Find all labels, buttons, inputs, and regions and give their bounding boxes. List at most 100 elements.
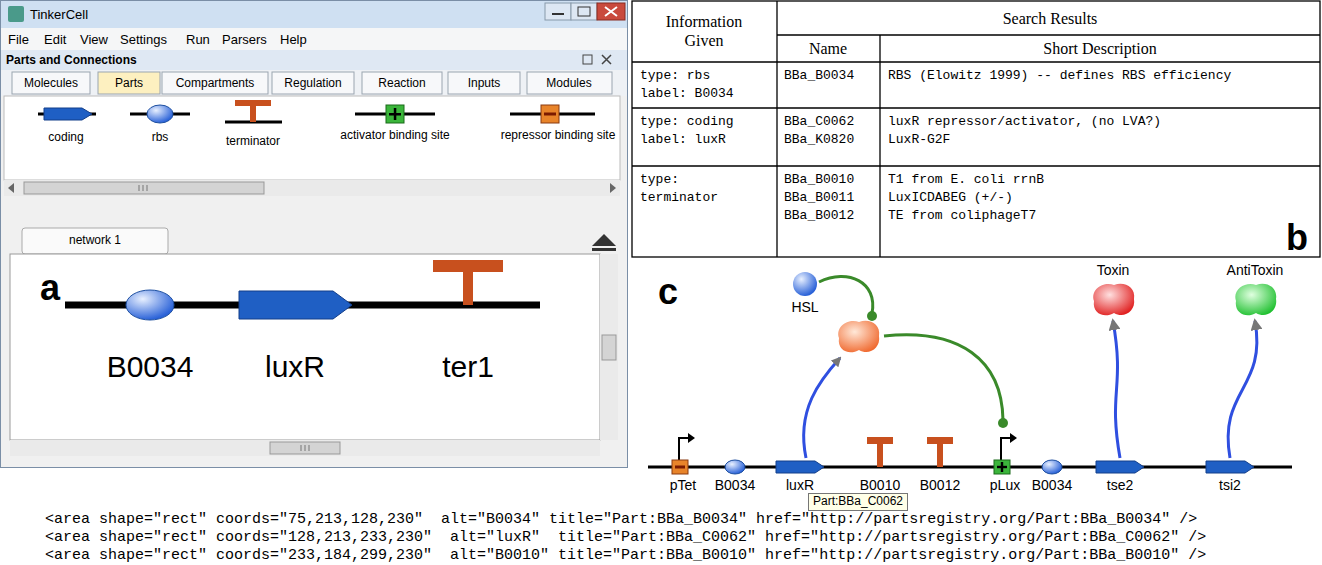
table-header: Search Results (1003, 9, 1098, 28)
drawing (867, 311, 877, 321)
promoter: pLux (990, 430, 1020, 493)
tab-label: Molecules (24, 76, 78, 90)
icon-label: repressor binding site (501, 128, 616, 142)
table-cell: BBa_C0062 (784, 113, 854, 131)
drawing (10, 440, 600, 456)
drawing (632, 1, 1320, 257)
table-cell: LuxICDABEG (+/-) (888, 189, 1013, 207)
drawing (777, 34, 1320, 35)
drawing (994, 460, 1010, 474)
drawing (610, 183, 616, 193)
drawing (602, 335, 616, 360)
protein: AntiToxin (1227, 262, 1284, 319)
drawing (879, 35, 880, 257)
drawing (239, 291, 352, 319)
rbs-part: B0034 (715, 460, 755, 493)
part-label: B0034 (107, 350, 194, 385)
drawing (139, 185, 147, 191)
part-symbol (671, 430, 695, 474)
table-cell: type: coding label: luxR (640, 113, 740, 149)
drawing (1235, 284, 1276, 316)
drawing (8, 183, 14, 193)
drawing (583, 55, 592, 64)
drawing (448, 72, 520, 94)
part-symbol (1088, 281, 1138, 319)
tab-label: Reaction (378, 76, 425, 90)
drawing (602, 55, 611, 64)
part-label: B0034 (715, 477, 755, 493)
table-header: Short Description (1043, 39, 1156, 58)
icon-label: terminator (226, 134, 280, 148)
drawing (394, 108, 397, 120)
part-label: B0034 (1032, 477, 1072, 493)
menu-item: File (8, 32, 29, 48)
table-cell: BBa_B0010 (784, 171, 854, 189)
part-symbol (1041, 460, 1063, 474)
table-cell: BBa_B0034 (784, 67, 854, 85)
drawing (793, 272, 817, 296)
coding-part: tsi2 (1205, 460, 1255, 493)
coding-part: luxR (775, 460, 825, 493)
part-label: Toxin (1097, 262, 1130, 278)
drawing (838, 321, 879, 353)
regulation-arrow (1228, 321, 1257, 458)
drawing (877, 444, 883, 467)
drawing (541, 105, 559, 123)
drawing (1, 1, 627, 28)
drawing (867, 437, 893, 444)
terminator-part: ter1 (433, 260, 503, 385)
drawing (235, 100, 271, 106)
drawing (98, 72, 160, 94)
part-symbol (1095, 460, 1145, 474)
drawing (22, 228, 168, 254)
rbs-part: B0034 (107, 289, 194, 385)
menu-item: Edit (44, 32, 66, 48)
part-label: pLux (990, 477, 1020, 493)
drawing (1206, 461, 1254, 473)
drawing (362, 72, 442, 94)
drawing (544, 113, 556, 116)
drawing (688, 433, 695, 443)
drawing (605, 7, 617, 16)
drawing (571, 3, 597, 20)
table-cell: TE from coliphageT7 (888, 207, 1036, 225)
regulation-arrow (1113, 321, 1120, 458)
signal-molecule: HSL (791, 271, 818, 315)
protein: Toxin (1088, 262, 1138, 319)
menu-item: Help (280, 32, 307, 48)
drawing (8, 6, 24, 22)
part-label: Part:BBa_C0062 (813, 495, 903, 509)
drawing (545, 3, 571, 20)
drawing (927, 437, 953, 444)
drawing (1010, 433, 1017, 443)
part-label: luxR (265, 350, 325, 385)
table-cell: RBS (Elowitz 1999) -- defines RBS effici… (888, 67, 1231, 85)
drawing (1001, 438, 1011, 460)
part-symbol (125, 289, 175, 321)
window-title: TinkerCell (30, 7, 88, 23)
drawing (250, 106, 256, 122)
app-window (1, 1, 628, 468)
code-line: <area shape="rect" coords="75,213,128,23… (45, 511, 1197, 529)
icon-label: coding (48, 130, 83, 144)
drawing (600, 254, 618, 440)
panel-letter: c (658, 270, 678, 313)
drawing (12, 72, 612, 94)
table-cell: T1 from E. coli rrnB (888, 171, 1044, 189)
drawing (592, 248, 616, 251)
table-header: Name (809, 39, 847, 58)
terminator: B0012 (920, 437, 960, 493)
table-cell: BBa_B0012 (784, 207, 854, 225)
tab-label: Regulation (284, 76, 341, 90)
drawing (4, 180, 620, 196)
part-label: AntiToxin (1227, 262, 1284, 278)
drawing (433, 260, 503, 272)
menu-item: View (80, 32, 108, 48)
drawing (552, 13, 564, 15)
drawing (1001, 462, 1003, 472)
table-header: Information Given (649, 12, 759, 50)
table-cell: BBa_B0011 (784, 189, 854, 207)
part-label: luxR (786, 477, 814, 493)
drawing (884, 335, 1003, 420)
drawing (679, 438, 689, 460)
